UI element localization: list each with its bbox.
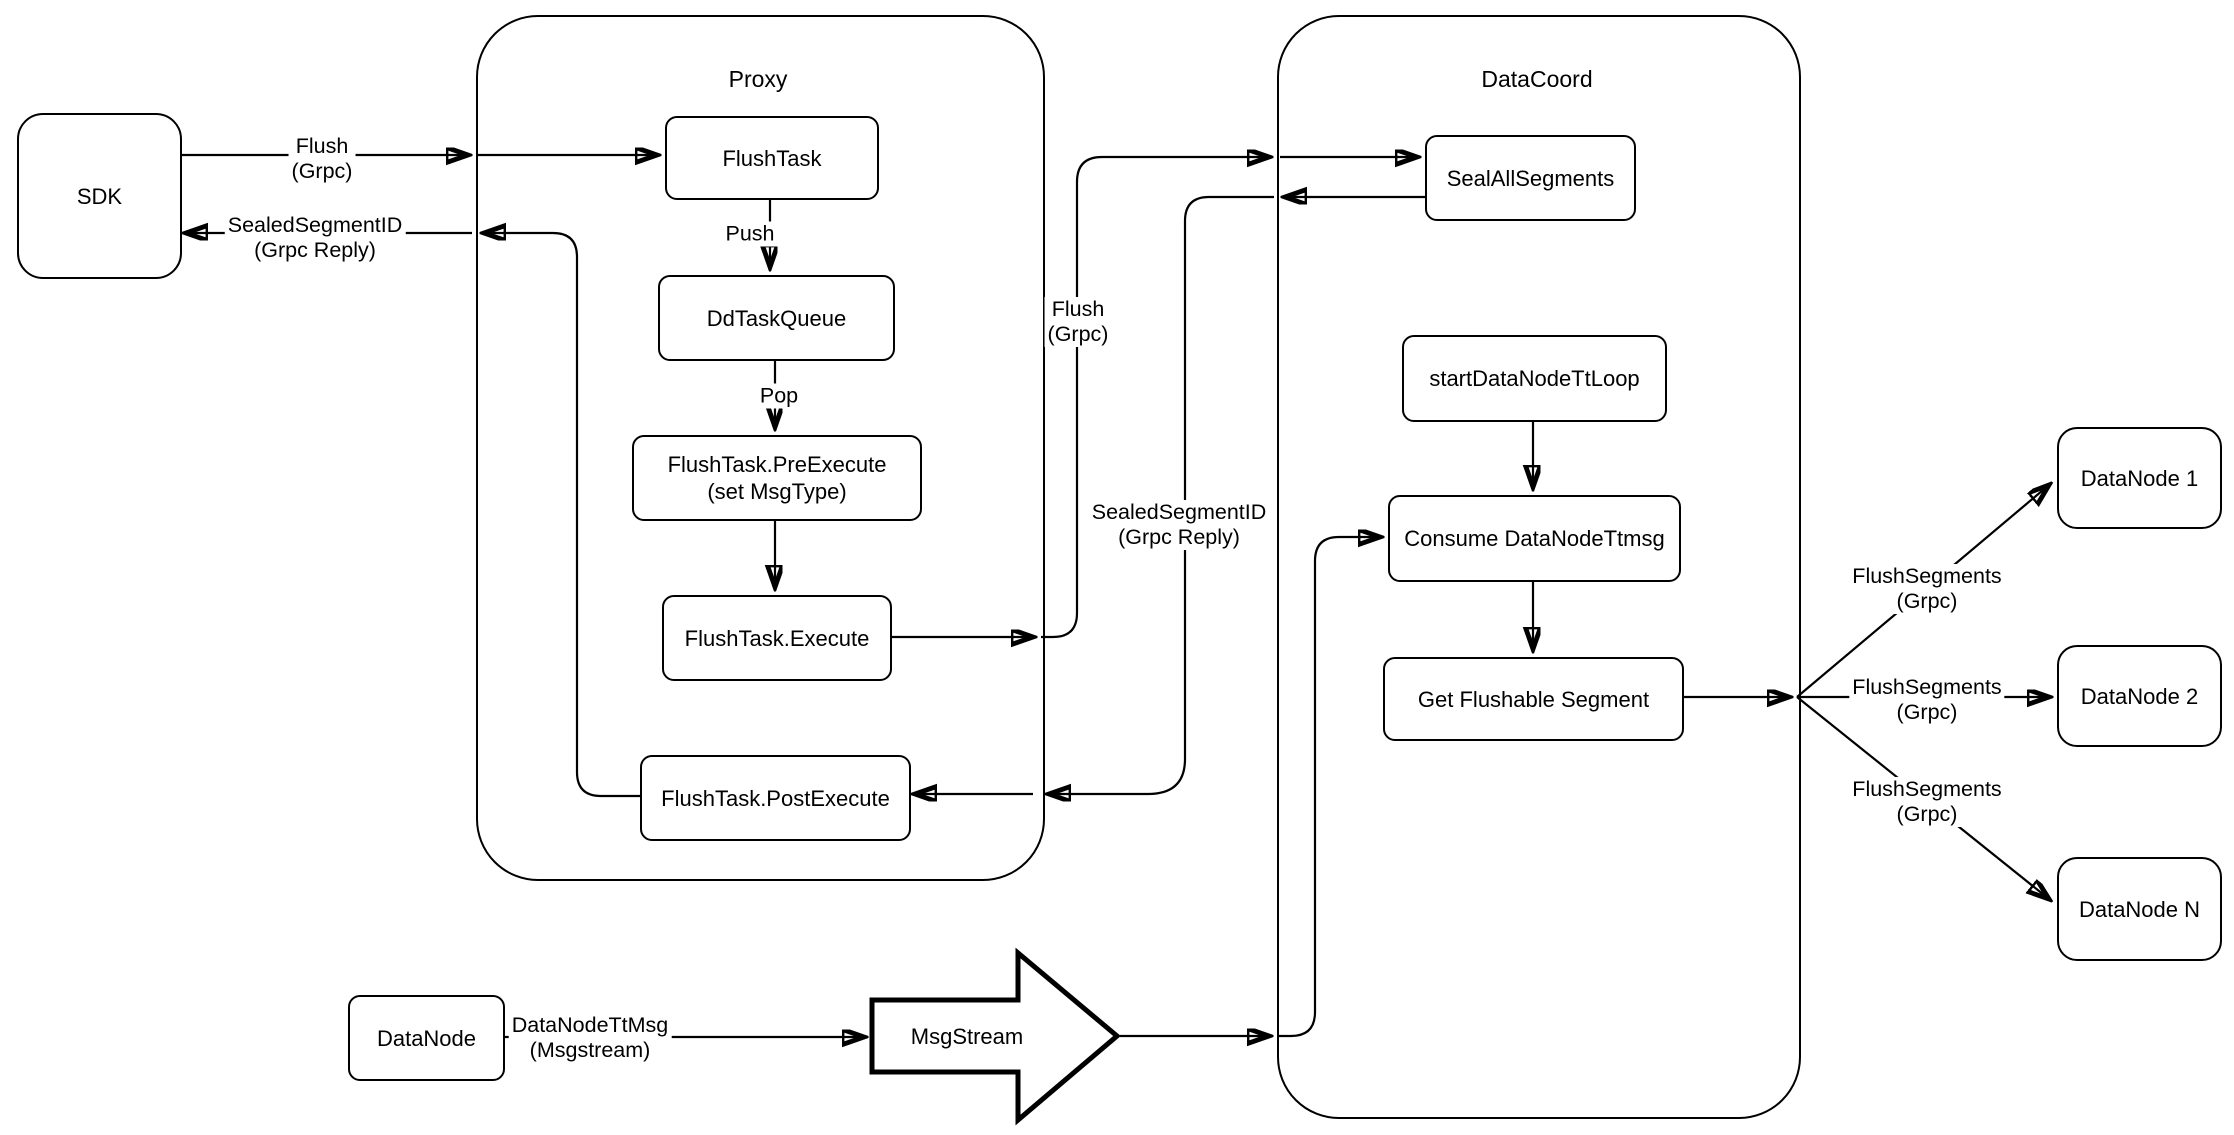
proxy-container-title: Proxy [728, 66, 788, 92]
node-datanode1: DataNode 1 [2057, 427, 2222, 529]
node-execute: FlushTask.Execute [662, 595, 892, 681]
node-ddtaskqueue-label: DdTaskQueue [706, 305, 847, 331]
node-consumedatanodettmsg-label: Consume DataNodeTtmsg [1404, 526, 1665, 551]
edge-label-flush-mid-line2: (Grpc) [1047, 322, 1109, 346]
edge-postexecute-to-proxyedge [484, 233, 640, 798]
node-flushtask: FlushTask [665, 116, 879, 200]
datacoord-container [1277, 15, 1801, 1119]
node-sdk-label: SDK [76, 183, 123, 209]
node-sealallsegments-label: SealAllSegments [1446, 165, 1615, 191]
proxy-container [476, 15, 1045, 881]
datacoord-container-title: DataCoord [1481, 66, 1593, 92]
edge-label-sealed-sdk: SealedSegmentID (Grpc Reply) [224, 213, 406, 263]
node-getflushablesegment: Get Flushable Segment [1383, 657, 1684, 741]
node-datanoden-label: DataNode N [2078, 896, 2201, 922]
node-datanode-label: DataNode [376, 1025, 477, 1051]
edge-label-flush-sdk: Flush (Grpc) [288, 134, 356, 184]
node-datanode2-label: DataNode 2 [2080, 683, 2199, 709]
edge-label-flushsegments-3-line1: FlushSegments [1852, 777, 2002, 801]
edge-label-flush-mid-line1: Flush [1051, 297, 1105, 321]
edge-proxyedge-to-dcedge-flush [1041, 157, 1269, 639]
edge-label-datanodettmsg-line1: DataNodeTtMsg [511, 1013, 669, 1037]
node-ddtaskqueue: DdTaskQueue [658, 275, 895, 361]
edge-label-flushsegments-3: FlushSegments (Grpc) [1849, 777, 2005, 827]
node-execute-label: FlushTask.Execute [684, 625, 870, 651]
edge-label-flush-sdk-line2: (Grpc) [291, 159, 353, 183]
node-preexecute: FlushTask.PreExecute (set MsgType) [632, 435, 922, 521]
edge-dcedge-to-consume [1277, 537, 1380, 1038]
edge-label-flushsegments-2-line1: FlushSegments [1852, 675, 2002, 699]
edge-label-pop: Pop [756, 383, 802, 409]
node-sealallsegments: SealAllSegments [1425, 135, 1636, 221]
edge-label-flush-sdk-line1: Flush [295, 134, 349, 158]
node-flushtask-label: FlushTask [722, 145, 822, 171]
node-startdatanodettloop-label: startDataNodeTtLoop [1429, 366, 1640, 391]
edge-label-sealed-sdk-line2: (Grpc Reply) [254, 238, 376, 262]
edge-label-flushsegments-2-line2: (Grpc) [1896, 700, 1958, 724]
msgstream-arrow-shape [869, 947, 1121, 1126]
node-getflushablesegment-label: Get Flushable Segment [1417, 686, 1650, 712]
node-postexecute: FlushTask.PostExecute [640, 755, 911, 841]
edge-label-flush-mid: Flush (Grpc) [1044, 297, 1112, 347]
node-datanode1-label: DataNode 1 [2080, 465, 2199, 491]
edge-label-flushsegments-3-line2: (Grpc) [1896, 802, 1958, 826]
node-datanode: DataNode [348, 995, 505, 1081]
edge-label-datanodettmsg-line2: (Msgstream) [529, 1038, 651, 1062]
node-sdk: SDK [17, 113, 182, 279]
node-startdatanodettloop: startDataNodeTtLoop [1402, 335, 1667, 422]
edge-label-flushsegments-2: FlushSegments (Grpc) [1849, 675, 2005, 725]
node-postexecute-label: FlushTask.PostExecute [661, 785, 890, 811]
edge-label-sealed-mid-line2: (Grpc Reply) [1118, 525, 1240, 549]
edge-dcedge-to-proxyedge-reply [1049, 195, 1274, 794]
edge-label-sealed-mid-line1: SealedSegmentID [1091, 500, 1267, 524]
edge-label-push: Push [722, 221, 778, 247]
edge-label-sealed-mid: SealedSegmentID (Grpc Reply) [1088, 500, 1270, 550]
edge-label-flushsegments-1-line1: FlushSegments [1852, 564, 2002, 588]
node-datanode2: DataNode 2 [2057, 645, 2222, 747]
edge-label-flushsegments-1: FlushSegments (Grpc) [1849, 564, 2005, 614]
edge-label-flushsegments-1-line2: (Grpc) [1896, 589, 1958, 613]
node-consumedatanodettmsg: Consume DataNodeTtmsg [1388, 495, 1681, 582]
edge-label-datanodettmsg: DataNodeTtMsg (Msgstream) [508, 1013, 672, 1063]
msgstream-label: MsgStream [910, 1024, 1024, 1049]
node-datanoden: DataNode N [2057, 857, 2222, 961]
edge-label-sealed-sdk-line1: SealedSegmentID [227, 213, 403, 237]
node-preexecute-line2: (set MsgType) [707, 479, 847, 504]
node-preexecute-line1: FlushTask.PreExecute [667, 452, 887, 477]
